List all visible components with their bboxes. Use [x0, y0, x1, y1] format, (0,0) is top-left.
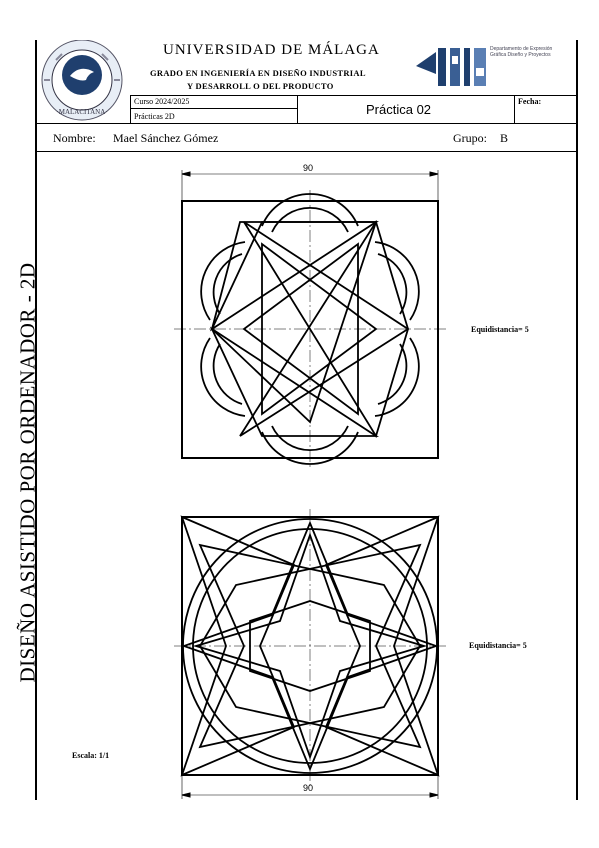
drawing-2-dimension: 90 — [303, 783, 314, 793]
name-value: Mael Sánchez Gómez — [113, 131, 219, 145]
department-name: Departamento de Expresión Gráfica Diseño… — [490, 46, 553, 58]
drawing-2-star-knot — [174, 509, 446, 799]
degree-line-1: GRADO EN INGENIERÍA EN DISEÑO INDUSTRIAL — [150, 68, 366, 78]
drawing-1-note: Equidistancia= 5 — [471, 325, 529, 334]
student-row-bottom-line — [36, 151, 577, 152]
svg-text:·MALACITANA·: ·MALACITANA· — [56, 108, 107, 116]
frame-left-border — [35, 40, 37, 800]
practices-label: Prácticas 2D — [134, 112, 175, 121]
department-logo — [416, 48, 486, 86]
header-divider-right — [514, 95, 515, 123]
header-line-bottom — [36, 123, 577, 124]
header-line-mid — [130, 108, 298, 109]
university-seal-logo: ·MALACITANA· — [41, 40, 123, 121]
header-divider-mid — [297, 95, 298, 123]
degree-line-2: Y DESARROLL O DEL PRODUCTO — [187, 81, 334, 91]
course-year: Curso 2024/2025 — [134, 97, 190, 106]
frame-right-border — [576, 40, 578, 800]
group-label: Grupo: — [453, 131, 487, 145]
group-value: B — [500, 131, 509, 145]
scale-label: Escala: 1/1 — [72, 751, 110, 760]
practice-title: Práctica 02 — [366, 102, 432, 117]
drawing-2-note: Equidistancia= 5 — [469, 641, 527, 650]
date-label: Fecha: — [518, 97, 542, 106]
drawing-1-star-knot — [174, 170, 446, 468]
header-divider-left — [130, 95, 131, 123]
header-line-top — [130, 95, 577, 96]
university-name: UNIVERSIDAD DE MÁLAGA — [163, 42, 380, 58]
name-label: Nombre: — [53, 131, 96, 145]
drawing-1-dimension: 90 — [303, 163, 314, 173]
